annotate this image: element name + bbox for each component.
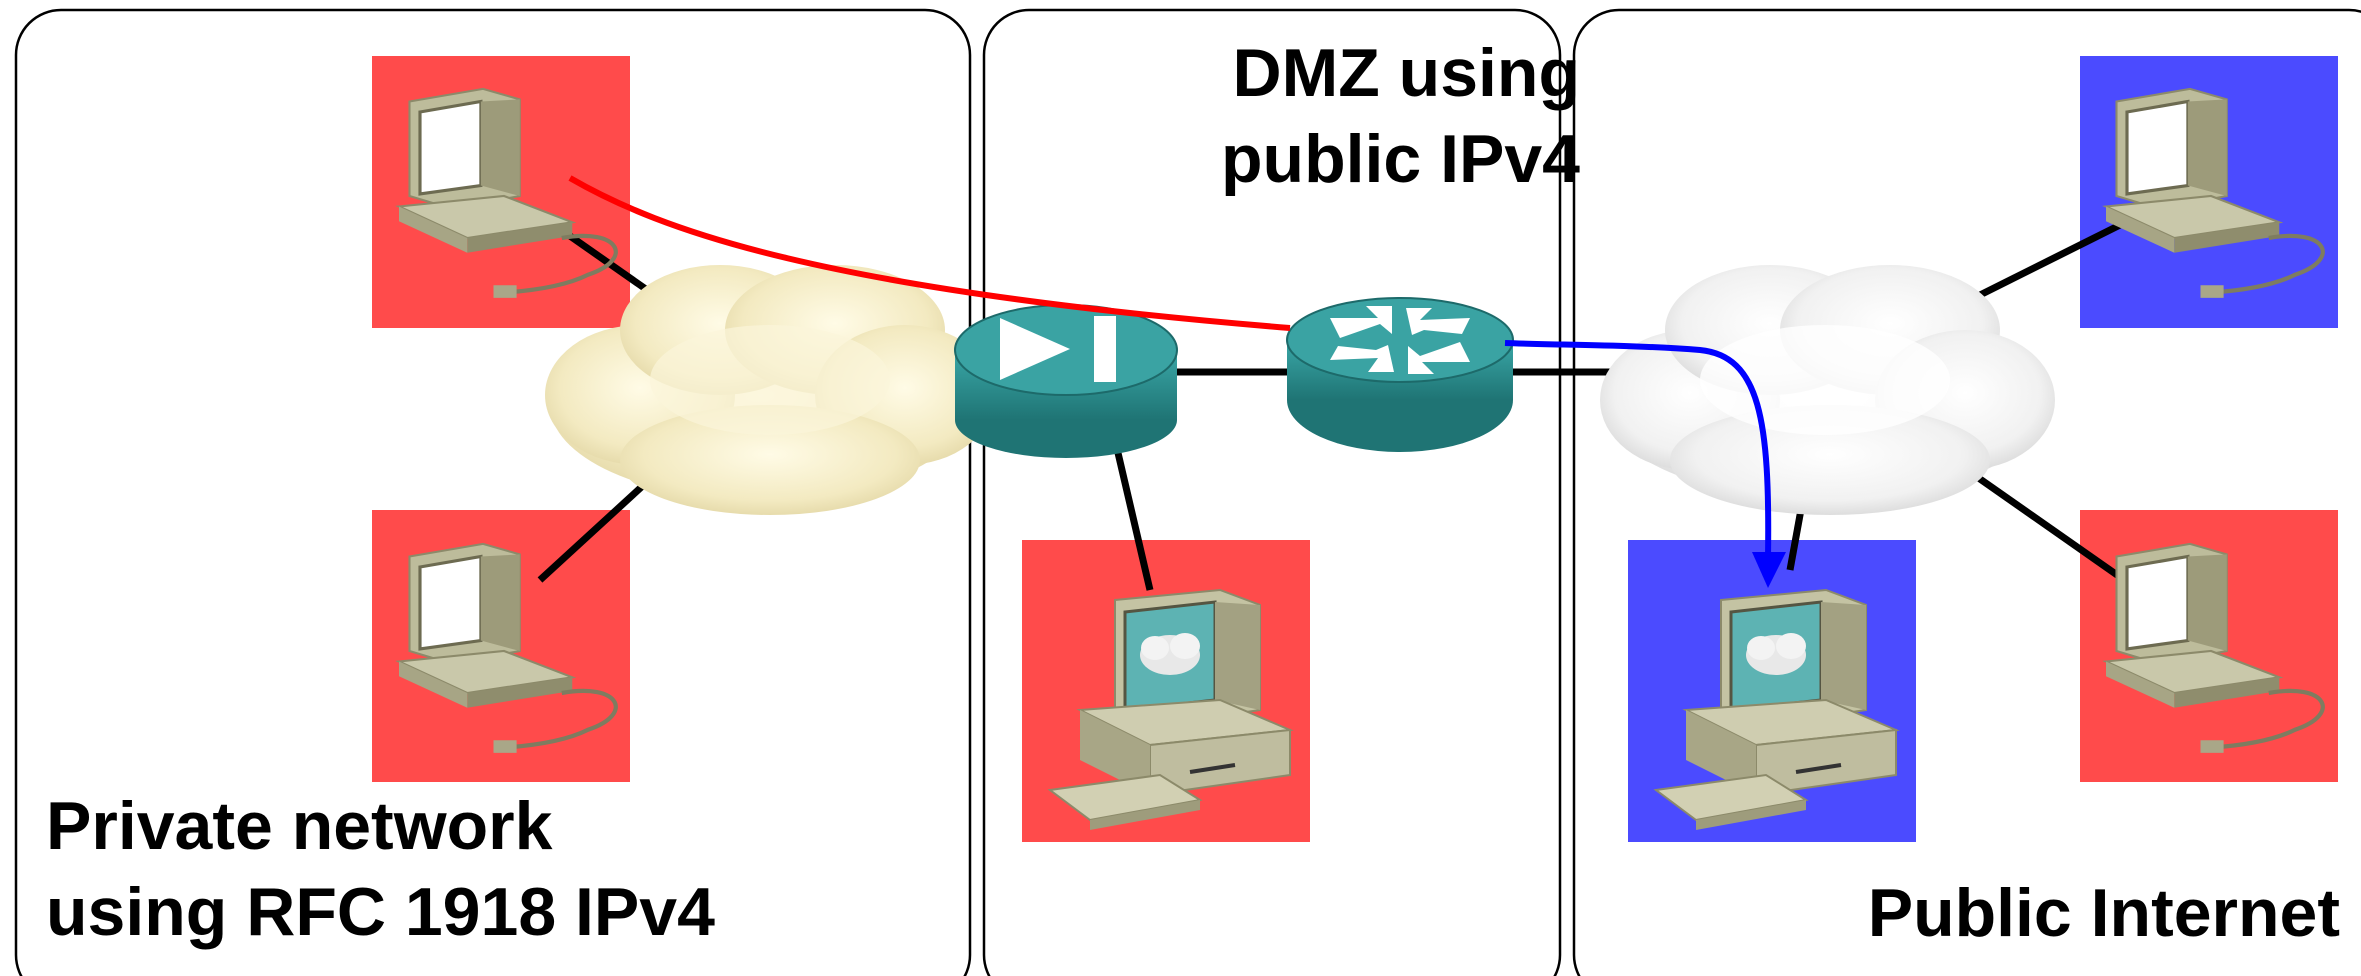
blue-flow-arrowhead [1752,552,1786,588]
public-zone-label: Public Internet [1700,870,2340,956]
blue-flow-path [1504,340,1772,559]
private-zone-label: Private network using RFC 1918 IPv4 [46,783,946,955]
public-internet-zone [1572,8,2361,976]
dmz-zone [982,8,1562,976]
internet-cloud-icon [1600,265,2055,515]
private-label-line2: using RFC 1918 IPv4 [46,874,715,950]
dmz-zone-label: DMZ using public IPv4 [1060,30,1580,202]
private-cloud-icon [545,265,995,515]
firewall-icon [954,304,1178,458]
public-label-line1: Public Internet [1867,875,2340,951]
private-label-line1: Private network [46,788,553,864]
red-flow-path [568,175,1291,331]
dmz-label-line1: DMZ using [1232,35,1580,111]
private-network-zone [14,8,972,976]
dmz-label-line2: public IPv4 [1221,121,1580,197]
nat-router-icon [1286,297,1514,452]
